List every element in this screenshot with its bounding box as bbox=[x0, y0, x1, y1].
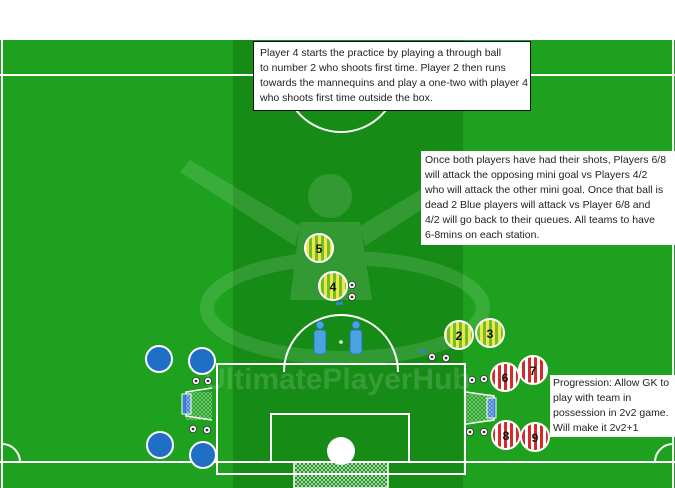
player-6: 6 bbox=[490, 362, 520, 392]
note-line: to number 2 who shoots first time. Playe… bbox=[260, 62, 506, 74]
note-line: Player 4 starts the practice by playing … bbox=[260, 47, 502, 59]
note-line: towards the mannequins and play a one-tw… bbox=[260, 77, 528, 89]
mannequin-icon bbox=[313, 320, 327, 355]
blue-player bbox=[145, 345, 173, 373]
ball-icon bbox=[191, 376, 201, 386]
note-line: Progression: Allow GK to bbox=[553, 377, 670, 389]
mini-goal-left bbox=[181, 387, 213, 421]
ball-icon bbox=[202, 425, 212, 435]
player-number: 2 bbox=[456, 329, 463, 343]
watermark-text: UltimatePlayerHub bbox=[204, 363, 471, 396]
player-number: 6 bbox=[502, 371, 509, 385]
note-line: possession in 2v2 game. bbox=[553, 407, 669, 419]
ball-icon bbox=[347, 292, 357, 302]
ball-icon bbox=[479, 374, 489, 384]
ball-icon bbox=[188, 424, 198, 434]
goalkeeper-ball bbox=[327, 437, 355, 465]
ball-icon bbox=[427, 352, 437, 362]
ball-icon bbox=[465, 427, 475, 437]
ball-icon bbox=[441, 353, 451, 363]
blue-player bbox=[146, 431, 174, 459]
note-line: Once both players have had their shots, … bbox=[425, 154, 667, 166]
note-line: will attack the opposing mini goal vs Pl… bbox=[425, 169, 648, 181]
player-number: 8 bbox=[503, 429, 510, 443]
player-2: 2 bbox=[444, 320, 474, 350]
blue-player bbox=[188, 347, 216, 375]
player-5: 5 bbox=[304, 233, 334, 263]
main-goal bbox=[293, 461, 389, 488]
player-number: 3 bbox=[487, 327, 494, 341]
note-line: 6-8mins on each station. bbox=[425, 229, 540, 241]
ball-icon bbox=[203, 376, 213, 386]
note-line: Will make it 2v2+1 bbox=[553, 422, 639, 434]
penalty-spot bbox=[339, 340, 343, 344]
ball-icon bbox=[479, 427, 489, 437]
player-number: 4 bbox=[330, 280, 337, 294]
ball-icon bbox=[347, 280, 357, 290]
progression-note: Progression: Allow GK to play with team … bbox=[550, 375, 675, 437]
note-line: who shoots first time outside the box. bbox=[260, 92, 433, 104]
note-line: who will attack the other mini goal. Onc… bbox=[425, 184, 664, 196]
mini-goal-right bbox=[465, 391, 497, 425]
instruction-note-start: Player 4 starts the practice by playing … bbox=[253, 41, 531, 111]
mannequin-icon bbox=[349, 320, 363, 355]
instruction-note-game: Once both players have had their shots, … bbox=[421, 151, 675, 245]
blue-player bbox=[189, 441, 217, 469]
player-number: 5 bbox=[316, 242, 323, 256]
player-8: 8 bbox=[491, 420, 521, 450]
note-line: play with team in bbox=[553, 392, 632, 404]
cone-icon bbox=[336, 302, 343, 305]
player-9: 9 bbox=[520, 422, 550, 452]
player-number: 7 bbox=[530, 364, 537, 378]
cone-icon bbox=[419, 350, 426, 353]
note-line: 4/2 will go back to their queues. All te… bbox=[425, 214, 655, 226]
player-3: 3 bbox=[475, 318, 505, 348]
ball-icon bbox=[467, 375, 477, 385]
player-4: 4 bbox=[318, 271, 348, 301]
player-number: 9 bbox=[532, 431, 539, 445]
player-7: 7 bbox=[518, 355, 548, 385]
note-line: dead 2 Blue players will attack vs Playe… bbox=[425, 199, 651, 211]
